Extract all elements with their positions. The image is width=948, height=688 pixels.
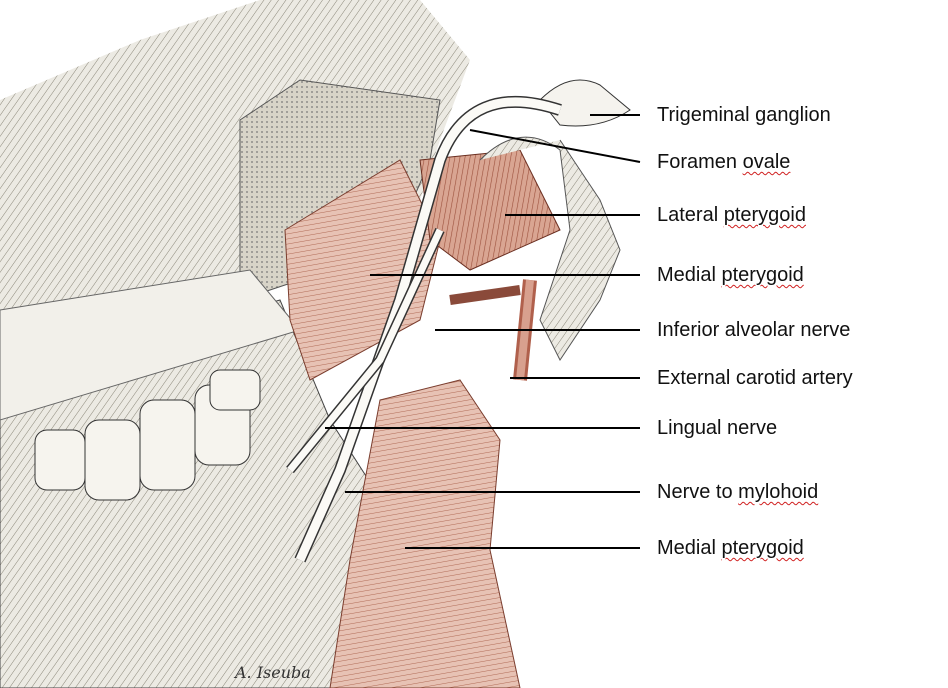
label-trigeminal-ganglion: Trigeminal ganglion: [657, 103, 831, 127]
label-lingual-nerve: Lingual nerve: [657, 416, 777, 440]
label-text: Trigeminal ganglion: [657, 104, 831, 126]
pointer-lines: [325, 114, 641, 549]
label-text: Medial: [657, 264, 722, 286]
label-text: Medial: [657, 537, 722, 559]
temporal-bone: [479, 136, 621, 361]
label-text: External carotid artery: [657, 367, 853, 389]
label-text: Nerve to: [657, 481, 739, 503]
label-inferior-alveolar-nerve: Inferior alveolar nerve: [657, 318, 850, 342]
signature: A. Iseuba: [233, 663, 311, 682]
label-text-misspelled: pterygoid: [721, 537, 804, 559]
label-foramen-ovale: Foramen ovale: [657, 150, 790, 174]
label-nerve-to-mylohoid: Nerve to mylohoid: [657, 480, 818, 504]
label-text: Lateral: [657, 204, 724, 226]
label-text: Inferior alveolar nerve: [657, 319, 851, 341]
label-text-misspelled: mylohoid: [738, 481, 819, 503]
label-text-misspelled: pterygoid: [721, 264, 804, 286]
label-lateral-pterygoid: Lateral pterygoid: [657, 203, 806, 227]
label-text: Lingual nerve: [657, 417, 778, 439]
label-text: Foramen: [657, 151, 743, 173]
label-text-misspelled: ovale: [742, 151, 791, 173]
maxillary-artery: [449, 285, 521, 305]
teeth: [34, 369, 261, 501]
label-medial-pterygoid-lower: Medial pterygoid: [657, 536, 804, 560]
medial-pterygoid-lower: [329, 379, 521, 688]
label-text-misspelled: pterygoid: [723, 204, 806, 226]
label-external-carotid-artery: External carotid artery: [657, 366, 853, 390]
label-medial-pterygoid: Medial pterygoid: [657, 263, 804, 287]
